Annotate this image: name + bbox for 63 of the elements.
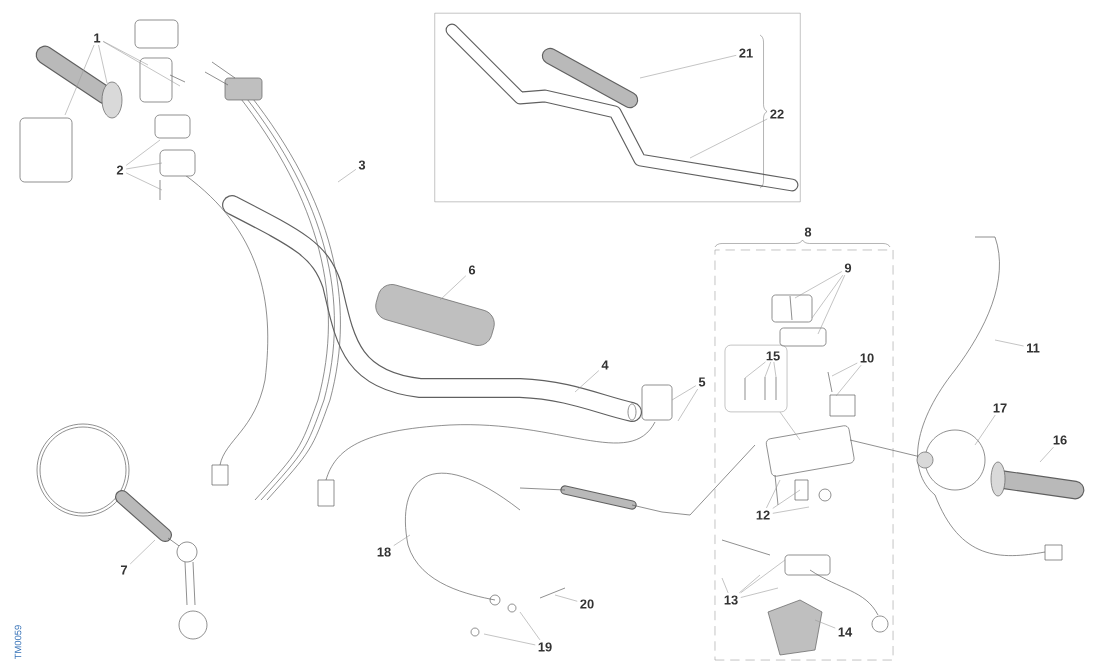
leader-line bbox=[102, 41, 181, 87]
leader-line bbox=[764, 361, 772, 378]
leader-line bbox=[1039, 446, 1054, 463]
leader-line bbox=[64, 44, 95, 116]
leader-line bbox=[554, 594, 578, 602]
leader-line bbox=[811, 274, 844, 319]
leader-line bbox=[974, 414, 996, 446]
drawing-code: TM0059 bbox=[14, 625, 22, 659]
leader-line bbox=[574, 370, 600, 393]
callout-number: 18 bbox=[377, 547, 391, 557]
leader-line bbox=[125, 172, 163, 191]
callout-number: 6 bbox=[468, 265, 476, 275]
callout-number: 3 bbox=[358, 160, 366, 170]
leader-line bbox=[831, 362, 858, 377]
leader-line bbox=[102, 40, 149, 66]
leader-line bbox=[671, 385, 697, 401]
leader-line bbox=[439, 275, 467, 301]
leader-line bbox=[772, 489, 801, 509]
leader-line bbox=[519, 611, 541, 641]
leader-line bbox=[740, 559, 786, 594]
node-label: 8 bbox=[804, 227, 812, 237]
callout-number: 16 bbox=[1053, 435, 1067, 445]
callout-number: 9 bbox=[844, 263, 852, 273]
leader-line bbox=[766, 479, 781, 509]
leader-line bbox=[393, 534, 411, 546]
leader-line bbox=[744, 361, 766, 379]
callout-number: 5 bbox=[698, 377, 706, 387]
callout-number: 4 bbox=[601, 360, 609, 370]
callout-number: 2 bbox=[116, 165, 124, 175]
callout-number: 14 bbox=[838, 627, 853, 637]
leader-line bbox=[773, 361, 777, 378]
inset-frame: 15 bbox=[724, 344, 788, 413]
callout-number: 19 bbox=[538, 642, 552, 652]
callout-number: 13 bbox=[724, 595, 738, 605]
inset-frame bbox=[434, 12, 801, 203]
callout-number: 1 bbox=[94, 33, 101, 43]
leader-line bbox=[994, 339, 1024, 347]
leader-line bbox=[689, 118, 768, 159]
leader-line bbox=[337, 169, 357, 183]
leader-line bbox=[125, 162, 163, 170]
leader-line bbox=[129, 539, 156, 565]
callout-number: 10 bbox=[860, 353, 874, 363]
callout-number: 21 bbox=[739, 48, 753, 58]
leader-line bbox=[721, 577, 729, 594]
leader-line bbox=[677, 388, 698, 422]
callout-number: 17 bbox=[993, 403, 1007, 413]
leader-line bbox=[739, 574, 761, 594]
leader-line bbox=[639, 55, 737, 79]
leader-line bbox=[794, 271, 843, 299]
leader-line bbox=[740, 587, 779, 598]
callout-number: 22 bbox=[770, 109, 784, 119]
leader-line bbox=[483, 633, 536, 646]
leader-line bbox=[817, 274, 846, 335]
leader-line bbox=[772, 506, 810, 514]
callout-number: 7 bbox=[120, 565, 127, 575]
leader-line bbox=[98, 44, 108, 84]
leader-line bbox=[835, 364, 862, 397]
leader-line bbox=[125, 139, 161, 166]
callout-number: 20 bbox=[580, 599, 594, 609]
leader-line bbox=[814, 619, 836, 629]
callout-number: 11 bbox=[1027, 343, 1040, 353]
callout-number: 12 bbox=[756, 510, 770, 520]
leader-line bbox=[779, 411, 801, 441]
